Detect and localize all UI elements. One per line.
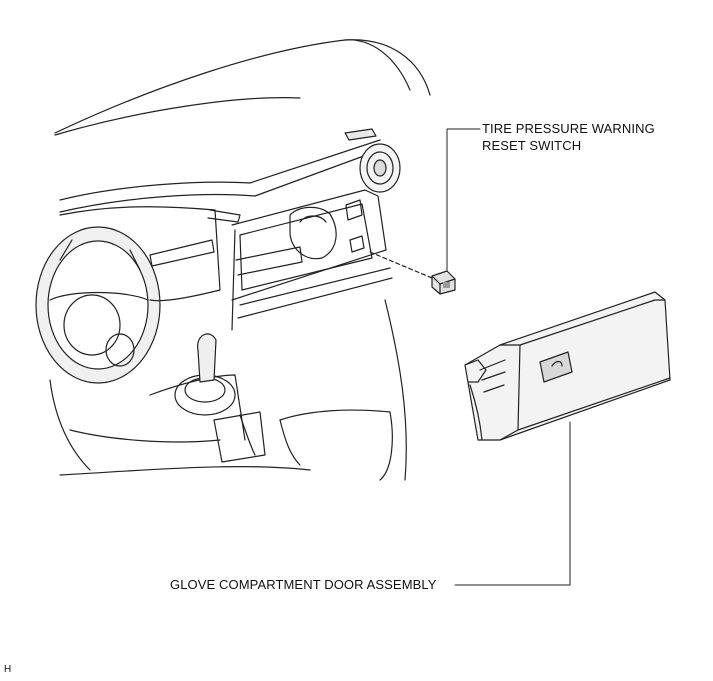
reference-code: H <box>4 664 12 675</box>
steering-wheel <box>35 226 161 384</box>
air-vent <box>359 143 401 193</box>
callout-glove-compartment-door: GLOVE COMPARTMENT DOOR ASSEMBLY <box>170 577 437 592</box>
instrument-hood <box>49 206 221 471</box>
callout-line-2: RESET SWITCH <box>482 138 582 153</box>
callout-line-1: TIRE PRESSURE WARNING <box>482 121 655 136</box>
leader-line-glove <box>454 421 571 586</box>
instrument-panel <box>231 189 393 331</box>
center-console <box>59 299 407 481</box>
dashboard-top <box>59 128 381 223</box>
leader-line-switch <box>446 128 481 272</box>
windshield-outline <box>54 39 431 136</box>
install-dashed-line <box>369 251 433 279</box>
callout-tire-pressure-reset-switch: TIRE PRESSURE WARNING RESET SWITCH <box>482 120 655 154</box>
glove-compartment-door <box>464 291 671 441</box>
reset-switch-part <box>431 270 456 295</box>
